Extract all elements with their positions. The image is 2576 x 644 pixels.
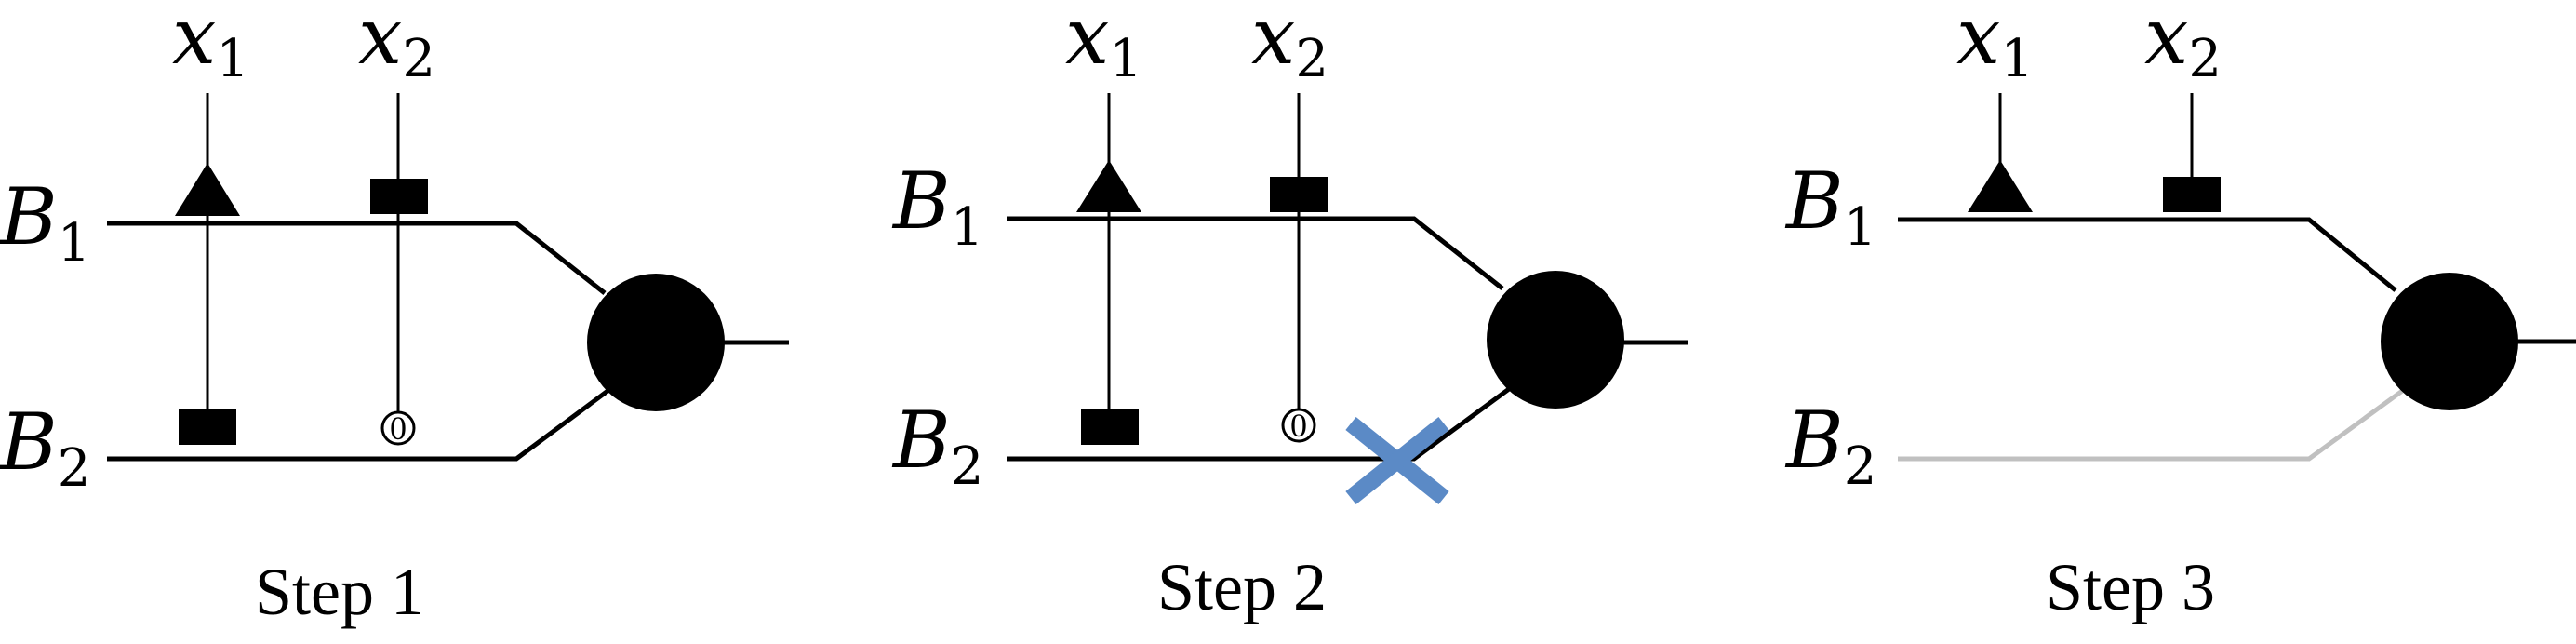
step-3-x1-label: x1 bbox=[1956, 0, 2034, 89]
svg-text:0: 0 bbox=[1290, 407, 1307, 444]
step-2-zero-control-icon: 0 bbox=[1281, 407, 1316, 444]
step-2-square-target-icon bbox=[1081, 409, 1139, 445]
step-1-zero-control-icon: 0 bbox=[380, 409, 416, 447]
step-1-square-target-icon bbox=[179, 409, 236, 445]
step-1-b1-label: B1 bbox=[0, 171, 90, 274]
step-3-output-node-icon bbox=[2381, 273, 2518, 410]
step-2-cross-mark-icon bbox=[1345, 416, 1449, 505]
step-3-b1-label: B1 bbox=[1784, 155, 1876, 258]
step-1-square-control-icon bbox=[370, 179, 428, 214]
step-2-b1-wire bbox=[1007, 216, 1504, 290]
step-3-label: Step 3 bbox=[2046, 550, 2215, 624]
step-2-b1-label: B1 bbox=[891, 155, 983, 258]
step-1-output-node-icon bbox=[587, 274, 725, 411]
step-2-square-control-icon bbox=[1270, 177, 1328, 212]
step-3-b1-wire bbox=[1898, 217, 2397, 292]
step-2-label: Step 2 bbox=[1157, 550, 1327, 624]
step-2-x1-label: x1 bbox=[1065, 0, 1142, 89]
step-2-b2-wire bbox=[1007, 386, 1511, 462]
svg-text:0: 0 bbox=[390, 409, 407, 447]
step-3-panel: x1 x2 B1 B2 Step 3 bbox=[1784, 0, 2576, 624]
step-3-x2-label: x2 bbox=[2144, 0, 2222, 89]
step-3-triangle-control-icon bbox=[1968, 160, 2033, 212]
step-1-b2-label: B2 bbox=[0, 396, 90, 499]
step-2-b2-label: B2 bbox=[891, 395, 983, 497]
step-2-triangle-control-icon bbox=[1076, 160, 1141, 212]
step-3-b2-removed-wire bbox=[1898, 386, 2407, 462]
step-2-panel: x1 x2 B1 B2 0 Step 2 bbox=[891, 0, 1688, 624]
step-3-square-control-icon bbox=[2163, 177, 2221, 212]
step-2-output-node-icon bbox=[1487, 271, 1624, 409]
step-3-b2-label: B2 bbox=[1784, 395, 1876, 497]
step-1-b1-wire bbox=[107, 221, 607, 295]
step-1-b2-wire bbox=[107, 383, 616, 462]
step-2-x2-label: x2 bbox=[1251, 0, 1328, 89]
step-1-x1-label: x1 bbox=[172, 0, 249, 89]
step-1-label: Step 1 bbox=[255, 555, 424, 629]
step-1-triangle-control-icon bbox=[175, 163, 240, 216]
step-1-x2-label: x2 bbox=[358, 0, 435, 89]
step-1-panel: x1 x2 B1 B2 0 Step 1 bbox=[0, 0, 789, 629]
